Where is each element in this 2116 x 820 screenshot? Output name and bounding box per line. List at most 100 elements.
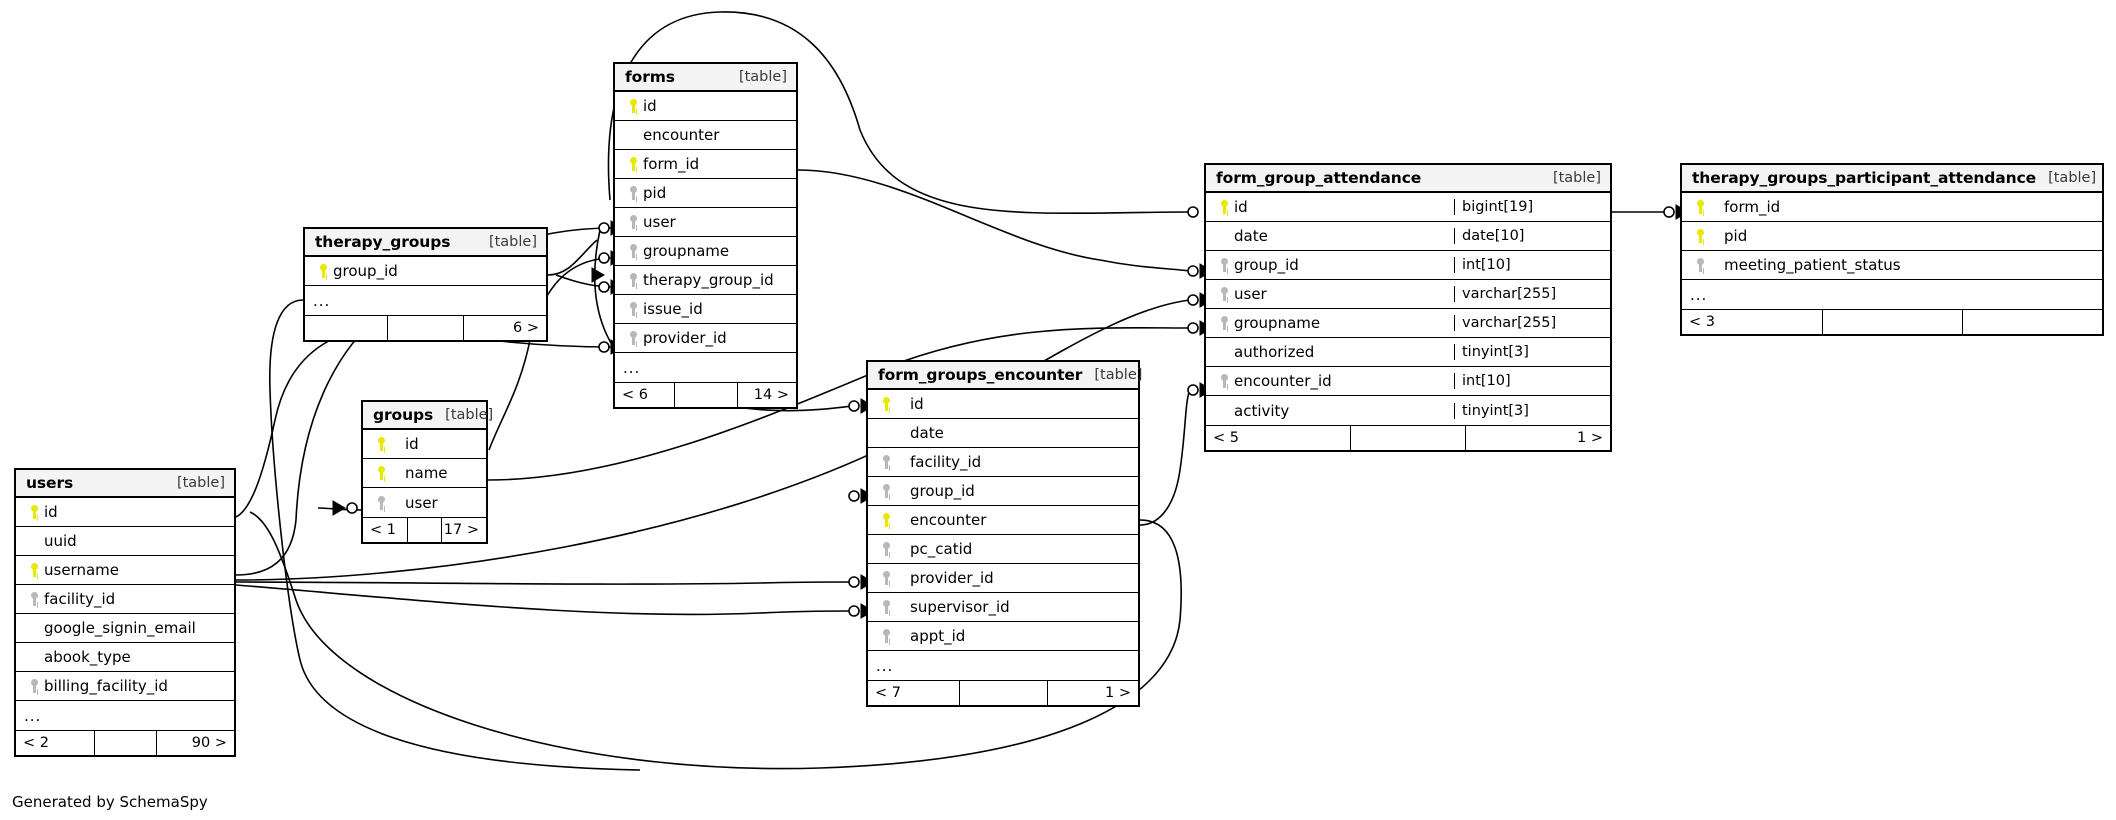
table-row[interactable]: form_id — [615, 150, 796, 179]
column-name-cell: id — [16, 503, 234, 521]
table-row[interactable]: authorized tinyint[3] — [1206, 338, 1610, 367]
foreign-key-icon — [629, 244, 637, 258]
table-row-more: ... — [305, 286, 546, 315]
column-name-cell: id — [615, 97, 796, 115]
table-footer-therapy_groups: 6 > — [305, 315, 546, 340]
zero-cardinality-circle-icon — [1187, 265, 1199, 277]
footer-middle — [958, 681, 1047, 705]
column-label: provider_id — [643, 329, 727, 347]
schemaspy-credit: Generated by SchemaSpy — [12, 793, 208, 811]
table-row[interactable]: billing_facility_id — [16, 672, 234, 701]
table-row[interactable]: date — [868, 419, 1138, 448]
key-slot — [876, 629, 896, 643]
table-row[interactable]: user — [363, 488, 486, 517]
table-row[interactable]: provider_id — [868, 564, 1138, 593]
children-count[interactable]: 17 > — [441, 518, 486, 542]
column-label: id — [643, 97, 657, 115]
parents-count[interactable]: < 5 — [1213, 430, 1239, 446]
key-slot — [876, 542, 896, 556]
table-row[interactable]: name — [363, 459, 486, 488]
table-row[interactable]: groupname — [615, 237, 796, 266]
children-count[interactable]: 14 > — [736, 383, 797, 407]
children-count[interactable]: 90 > — [155, 731, 235, 755]
table-row[interactable]: encounter — [868, 506, 1138, 535]
footer-middle — [1821, 310, 1962, 334]
parents-count[interactable]: < 6 — [622, 387, 648, 403]
parents-count[interactable]: < 2 — [23, 735, 49, 751]
key-slot — [876, 484, 896, 498]
children-count[interactable]: 6 > — [463, 316, 546, 340]
table-title: form_groups_encounter — [878, 366, 1083, 384]
table-row[interactable]: form_id — [1682, 193, 2102, 222]
children-count[interactable]: 1 > — [1046, 681, 1139, 705]
key-slot — [876, 455, 896, 469]
table-row[interactable]: id — [615, 92, 796, 121]
table-row[interactable]: encounter — [615, 121, 796, 150]
table-therapy_groups_participant_attendance[interactable]: therapy_groups_participant_attendance[ta… — [1680, 163, 2104, 336]
zero-cardinality-circle-icon — [598, 281, 610, 293]
column-label: encounter — [643, 126, 720, 144]
table-row[interactable]: facility_id — [16, 585, 234, 614]
column-type: tinyint[3] — [1454, 344, 1586, 360]
table-footer-form_groups_encounter: < 7 1 > — [868, 680, 1138, 705]
table-row[interactable]: abook_type — [16, 643, 234, 672]
table-row[interactable]: supervisor_id — [868, 593, 1138, 622]
table-row[interactable]: username — [16, 556, 234, 585]
table-row[interactable]: facility_id — [868, 448, 1138, 477]
column-label: id — [1234, 198, 1248, 216]
cardinality-marker — [332, 500, 358, 516]
table-row[interactable]: id — [16, 498, 234, 527]
table-row[interactable]: google_signin_email — [16, 614, 234, 643]
children-count[interactable]: 1 > — [1465, 426, 1610, 450]
table-row[interactable]: group_id — [305, 257, 546, 286]
table-row[interactable]: pid — [615, 179, 796, 208]
table-footer-groups: < 1 17 > — [363, 517, 486, 542]
table-row[interactable]: id — [868, 390, 1138, 419]
table-row[interactable]: group_id — [868, 477, 1138, 506]
children-count[interactable] — [1961, 310, 2103, 334]
primary-key-icon — [377, 437, 385, 451]
column-label: appt_id — [910, 627, 966, 645]
column-label: groupname — [643, 242, 730, 260]
table-row[interactable]: therapy_group_id — [615, 266, 796, 295]
parents-count[interactable]: < 3 — [1689, 314, 1715, 330]
column-name-cell: supervisor_id — [868, 598, 1138, 616]
column-name-cell: date — [868, 424, 1138, 442]
table-row[interactable]: pc_catid — [868, 535, 1138, 564]
table-row[interactable]: appt_id — [868, 622, 1138, 651]
table-row[interactable]: id — [363, 430, 486, 459]
column-label: issue_id — [643, 300, 703, 318]
table-row[interactable]: user — [615, 208, 796, 237]
foreign-key-icon — [882, 484, 890, 498]
more-columns-ellipsis: ... — [623, 358, 641, 377]
relationship-edge — [1139, 389, 1191, 526]
column-label: user — [405, 493, 438, 512]
parents-count[interactable] — [305, 316, 387, 340]
parents-count[interactable]: < 1 — [370, 522, 396, 538]
column-name-cell: name — [363, 464, 486, 482]
table-row[interactable]: uuid — [16, 527, 234, 556]
table-therapy_groups[interactable]: therapy_groups[table]group_id...6 > — [303, 227, 548, 342]
column-label: authorized — [1234, 343, 1315, 361]
parents-count[interactable]: < 7 — [875, 685, 901, 701]
table-row[interactable]: issue_id — [615, 295, 796, 324]
column-label: group_id — [333, 262, 398, 280]
zero-cardinality-circle-icon — [848, 400, 860, 412]
table-row[interactable]: pid — [1682, 222, 2102, 251]
table-row[interactable]: meeting_patient_status — [1682, 251, 2102, 280]
table-row[interactable]: provider_id — [615, 324, 796, 353]
